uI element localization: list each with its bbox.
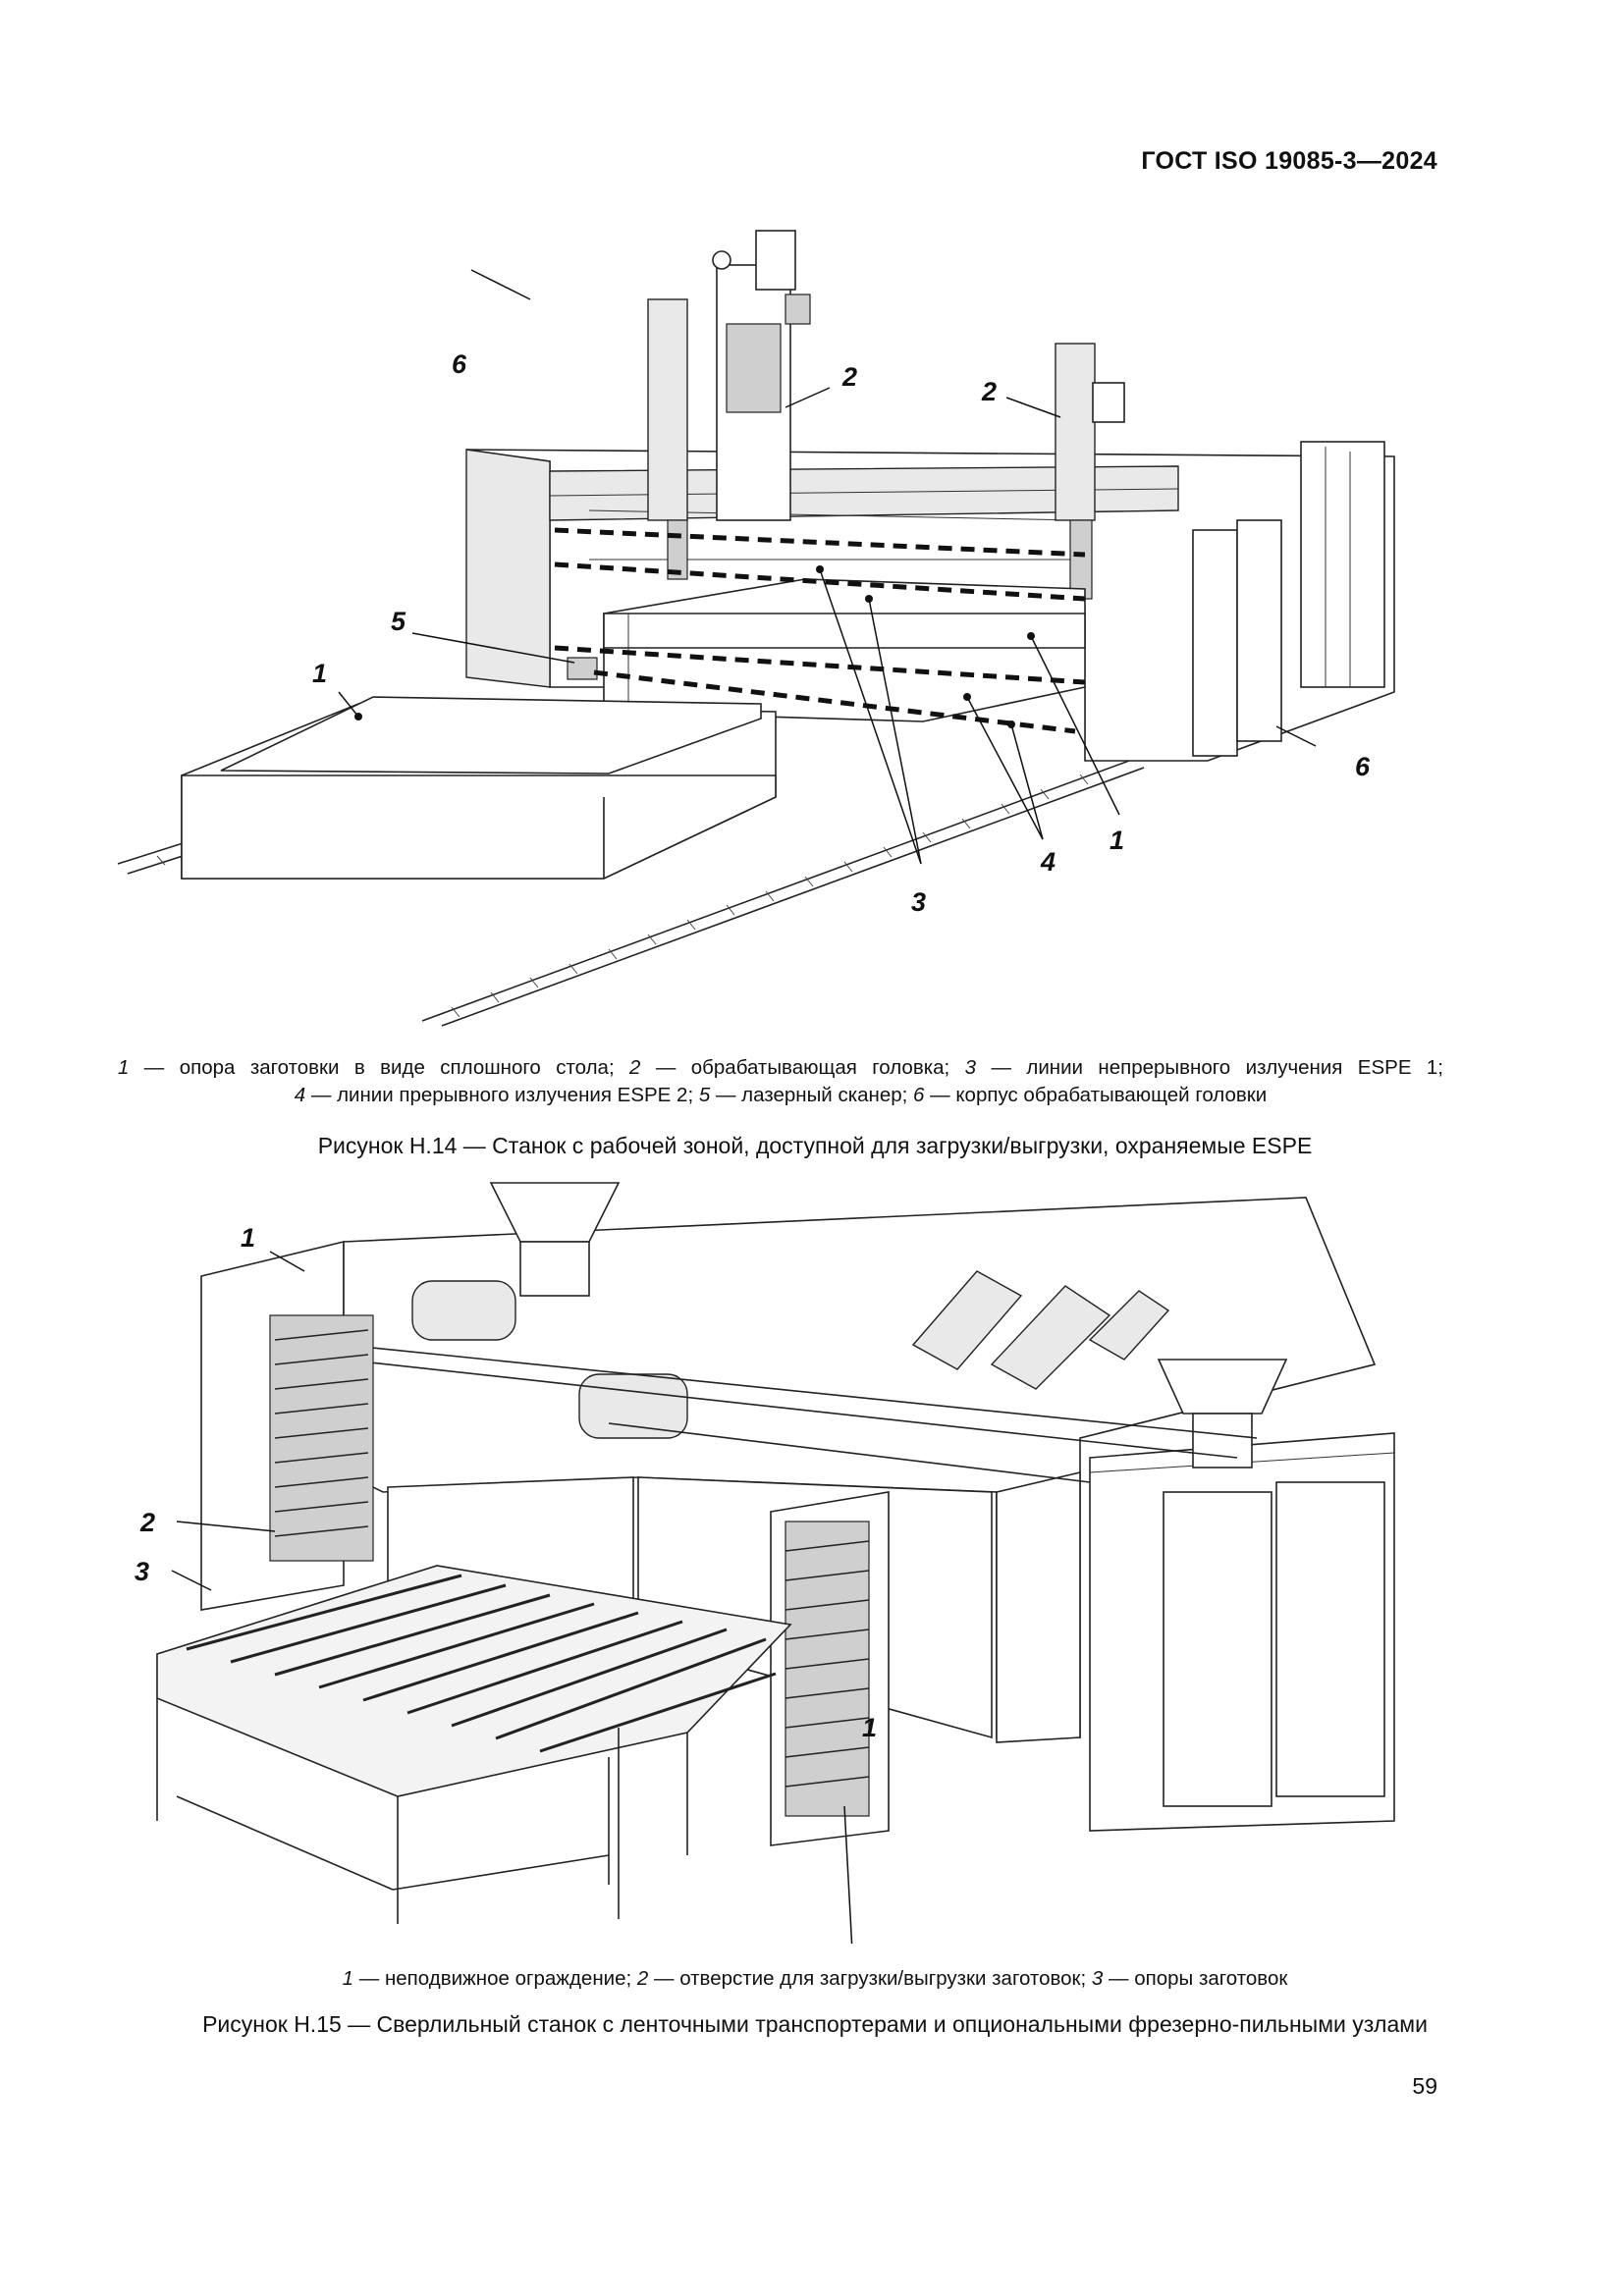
- legend-num: 5: [698, 1084, 711, 1106]
- page-number: 59: [1412, 2073, 1437, 2099]
- workpiece-supports: [156, 1565, 792, 1924]
- spindle-units: [411, 1270, 1170, 1439]
- legend-text: — корпус обрабатывающей головки: [924, 1084, 1268, 1106]
- legend-text: — опора заготовки в виде сплошного стола…: [129, 1056, 630, 1079]
- load-opening-left: [269, 1314, 374, 1562]
- legend-line-2: 4 — линии прерывного излучения ESPE 2; 5…: [118, 1082, 1443, 1109]
- legend-text: — линии прерывного излучения ESPE 2;: [305, 1084, 699, 1106]
- figure-h14-legend: 1 — опора заготовки в виде сплошного сто…: [118, 1054, 1443, 1109]
- laser-scanner: [567, 657, 598, 680]
- fig14-label-4: 4: [1040, 847, 1056, 877]
- legend-line-1: 1 — опора заготовки в виде сплошного сто…: [118, 1054, 1443, 1082]
- figure-h14-drawing: 1 2 2 3 4 5 6 6 1: [117, 230, 1395, 1027]
- fig14-label-3: 3: [911, 887, 926, 917]
- hopper-right: [1157, 1359, 1288, 1468]
- fig14-label-1-inside: 1: [1110, 826, 1124, 855]
- fig15-label-1-bottom: 1: [862, 1713, 878, 1742]
- fig14-label-6-right: 6: [1355, 752, 1371, 781]
- legend-num: 4: [294, 1084, 306, 1106]
- legend-line: 1 — неподвижное ограждение; 2 — отверсти…: [137, 1965, 1492, 1993]
- document-header: ГОСТ ISO 19085-3—2024: [1141, 147, 1437, 175]
- legend-num: 1: [118, 1056, 130, 1079]
- hopper-left: [489, 1182, 621, 1297]
- processing-head-left: [647, 230, 811, 580]
- figure-h15-caption: Рисунок Н.15 — Сверлильный станок с лент…: [202, 2011, 1428, 2037]
- figure-h14-leaders: [338, 269, 1317, 865]
- legend-text: — отверстие для загрузки/выгрузки загото…: [648, 1967, 1092, 1990]
- fig14-label-2-right: 2: [981, 377, 997, 406]
- legend-num: 3: [964, 1056, 977, 1079]
- figure-h15: 1 2 3: [0, 1178, 1624, 1944]
- legend-num: 2: [636, 1967, 649, 1990]
- fig14-label-2-left: 2: [841, 362, 857, 392]
- fig14-label-6-top: 6: [452, 349, 467, 379]
- legend-num: 6: [913, 1084, 925, 1106]
- figure-h14: 1 2 2 3 4 5 6 6 1: [0, 226, 1624, 1031]
- legend-num: 1: [342, 1967, 354, 1990]
- legend-text: — лазерный сканер;: [710, 1084, 914, 1106]
- legend-text: — линии непрерывного излучения ESPE 1;: [976, 1056, 1444, 1079]
- figure-h15-leaders: [171, 1251, 853, 1944]
- fig14-label-1-outside: 1: [312, 659, 327, 688]
- fig14-label-5: 5: [391, 607, 406, 636]
- fig15-label-1-top: 1: [241, 1223, 255, 1253]
- fig15-label-3: 3: [135, 1557, 149, 1586]
- figure-h15-legend: 1 — неподвижное ограждение; 2 — отверсти…: [137, 1965, 1492, 1993]
- legend-num: 2: [629, 1056, 641, 1079]
- legend-text: — опоры заготовок: [1103, 1967, 1288, 1990]
- workpiece-table-outside: [181, 696, 777, 880]
- figure-h15-drawing: 1 2 3: [135, 1182, 1395, 1944]
- load-opening-right: [770, 1491, 890, 1846]
- guide-rails: [343, 1344, 1258, 1483]
- figure-h14-caption: Рисунок Н.14 — Станок с рабочей зоной, д…: [317, 1133, 1313, 1158]
- processing-head-right: [1055, 343, 1125, 600]
- fig15-label-2: 2: [139, 1508, 155, 1537]
- legend-text: — обрабатывающая головка;: [640, 1056, 965, 1079]
- espe-lines: [554, 527, 1086, 734]
- legend-text: — неподвижное ограждение;: [353, 1967, 637, 1990]
- legend-num: 3: [1091, 1967, 1104, 1990]
- workpiece-table-inside: [603, 578, 1086, 722]
